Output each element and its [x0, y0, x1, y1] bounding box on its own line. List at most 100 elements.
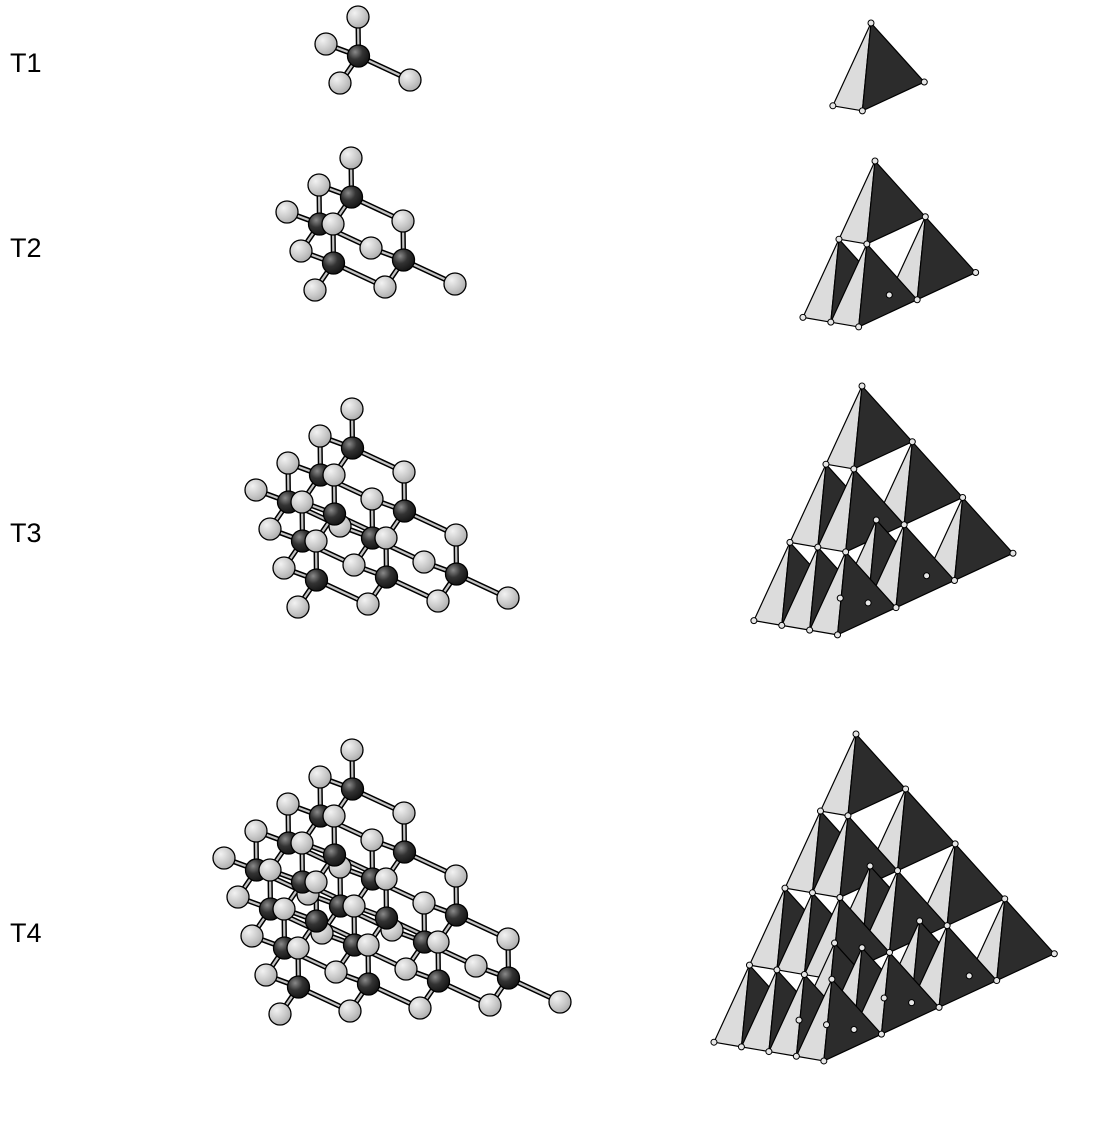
tetrahedron-vertex [800, 971, 808, 979]
tetrahedron-vertex [892, 604, 900, 612]
bridging-atom [314, 32, 338, 56]
bridging-atom [240, 924, 264, 948]
bridging-atom [308, 424, 332, 448]
tetrahedron [817, 468, 905, 553]
tetrahedron-vertex [852, 730, 860, 738]
bridging-atom [360, 828, 384, 852]
tetrahedron-vertex [834, 631, 842, 639]
ball-and-stick-model-t1 [314, 5, 422, 95]
bridging-atom [276, 451, 300, 475]
tetrahedron-vertex [1009, 549, 1017, 557]
ball-and-stick-model-t2 [275, 146, 467, 302]
row-label-t4: T4 [10, 918, 42, 948]
bridging-atom [392, 460, 416, 484]
tetrahedron-vertex [792, 1052, 800, 1060]
tetrahedron-vertex [921, 213, 929, 221]
bridging-atom [340, 738, 364, 762]
bridging-atom [286, 595, 310, 619]
tetrahedron-dark-face [853, 385, 913, 470]
tetrahedral-atom [374, 906, 399, 930]
bridging-atom [286, 936, 310, 960]
tetrahedron-vertex [750, 617, 758, 625]
tetrahedron [795, 978, 883, 1062]
bridging-atom [308, 765, 332, 789]
tetrahedron-vertex [831, 939, 839, 947]
bridging-atom [478, 993, 502, 1017]
bridging-atom [374, 867, 398, 891]
bridging-atom [444, 523, 468, 547]
tetrahedral-atom [391, 248, 416, 272]
tetrahedron-vertex [823, 1021, 831, 1029]
tetrahedron [825, 385, 913, 470]
row-label-t1: T1 [10, 48, 42, 78]
row-label-t2: T2 [10, 233, 42, 263]
tetrahedron [830, 243, 918, 328]
tetrahedron-dark-face [916, 216, 977, 301]
tetrahedron-vertex [1001, 895, 1009, 903]
tetrahedron-vertex [814, 543, 822, 551]
tetrahedron-vertex [765, 1048, 773, 1056]
bridging-atom [360, 487, 384, 511]
tetrahedron [832, 22, 925, 112]
bridging-atom [272, 897, 296, 921]
tetrahedron-vertex [894, 867, 902, 875]
tetrahedron-vertex [855, 323, 863, 331]
tetrahedron-vertex [795, 1016, 803, 1024]
tetrahedron-vertex [886, 948, 893, 956]
bridging-atom [342, 553, 366, 577]
tetrahedron-vertex [858, 382, 866, 390]
bridging-atom [212, 846, 236, 870]
tetrahedron-vertex [913, 296, 921, 304]
bridging-atom [426, 930, 450, 954]
tetrahedral-atom [426, 969, 451, 993]
tetrahedron-vertex [835, 235, 843, 243]
bridging-atom [339, 146, 363, 170]
tetrahedron-dark-face [895, 524, 956, 609]
bridging-atom [254, 963, 278, 987]
ball-and-stick-model-t4 [212, 738, 572, 1026]
tetrahedral-atom [304, 909, 329, 933]
bridging-atom [443, 272, 467, 296]
bridging-atom [244, 819, 268, 843]
tetrahedron-vertex [781, 884, 789, 892]
tetrahedron-dark-face [896, 788, 956, 872]
bridging-atom [322, 463, 346, 487]
tetrahedral-atom [340, 777, 365, 801]
tetrahedron-vertex [836, 594, 844, 602]
bridging-atom [304, 870, 328, 894]
bridging-atom [289, 239, 313, 263]
tetrahedral-atom [444, 903, 469, 927]
tetrahedron-dark-face [903, 441, 964, 526]
bridging-atom [464, 954, 488, 978]
bridging-atom [391, 209, 415, 233]
tetrahedron-vertex [916, 917, 924, 925]
tetrahedron-vertex [842, 548, 850, 556]
tetrahedral-atom [496, 966, 521, 990]
tetrahedron-dark-face [823, 978, 883, 1062]
ball-and-stick-model-t3 [244, 397, 520, 619]
bridging-atom [268, 1002, 292, 1026]
tetrahedron-vertex [745, 961, 753, 969]
bridging-atom [496, 927, 520, 951]
bridging-atom [244, 478, 268, 502]
tetrahedron-vertex [866, 862, 874, 870]
tetrahedron-vertex [902, 785, 910, 793]
bridging-atom [226, 885, 250, 909]
tetrahedron-vertex [816, 807, 824, 815]
polyhedral-model-t1 [829, 19, 928, 115]
tetrahedron-vertex [822, 460, 830, 468]
tetrahedron-vertex [959, 494, 967, 502]
tetrahedron-vertex [872, 516, 880, 524]
tetrahedron-dark-face [938, 925, 998, 1008]
bridging-atom [275, 200, 299, 224]
tetrahedron-vertex [900, 521, 908, 529]
bridging-atom [342, 894, 366, 918]
tetrahedron-vertex [836, 893, 844, 901]
tetrahedron-vertex [864, 599, 872, 607]
tetrahedron-dark-face [953, 496, 1014, 582]
tetrahedron-vertex [993, 977, 1001, 985]
tetrahedron-vertex [858, 107, 866, 115]
tetrahedron-dark-face [847, 733, 907, 817]
bridging-atom [338, 999, 362, 1023]
bridging-atom [412, 550, 436, 574]
